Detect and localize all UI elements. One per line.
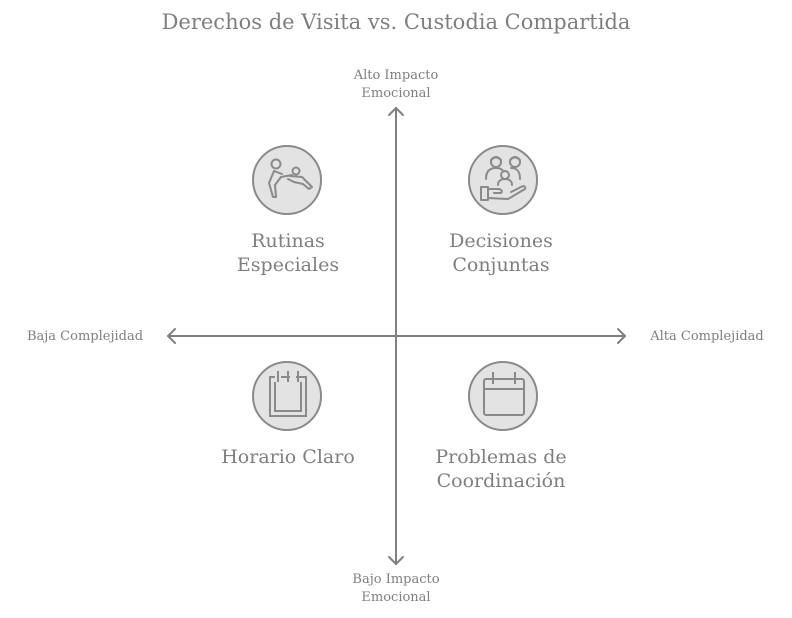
y-axis-top-line-1: Alto Impacto — [353, 68, 439, 83]
calendar-icon — [468, 361, 538, 431]
quadrant-label-line: Rutinas — [251, 230, 325, 252]
quadrant-bottom-right-label: Problemas de Coordinación — [391, 445, 611, 493]
quadrant-label-line: Especiales — [236, 254, 340, 276]
family-hand-icon — [468, 145, 538, 215]
y-axis-bottom-line-1: Bajo Impacto — [352, 572, 440, 587]
x-axis-left-label: Baja Complejidad — [26, 329, 144, 344]
y-axis-bottom-label: Bajo Impacto Emocional — [326, 571, 466, 607]
quadrant-label-line: Coordinación — [436, 470, 566, 492]
x-axis-right-label: Alta Complejidad — [650, 329, 764, 344]
quadrant-label-line: Horario Claro — [221, 446, 355, 468]
quadrant-top-left-label: Rutinas Especiales — [178, 229, 398, 277]
notepad-icon — [252, 361, 322, 431]
quadrant-label-line: Problemas de — [435, 446, 567, 468]
arrow-right-icon — [617, 328, 626, 344]
y-axis-top-line-2: Emocional — [361, 86, 431, 101]
quadrant-label-line: Conjuntas — [452, 254, 550, 276]
diagram-title: Derechos de Visita vs. Custodia Comparti… — [161, 10, 631, 34]
parent-child-play-icon — [252, 145, 322, 215]
quadrant-label-line: Decisiones — [449, 230, 553, 252]
arrow-down-icon — [388, 556, 404, 565]
y-axis-bottom-line-2: Emocional — [361, 590, 431, 605]
quadrant-bottom-left-label: Horario Claro — [178, 445, 398, 469]
y-axis-top-label: Alto Impacto Emocional — [326, 67, 466, 103]
quadrant-top-right-label: Decisiones Conjuntas — [391, 229, 611, 277]
arrow-up-icon — [388, 107, 404, 116]
arrow-left-icon — [167, 328, 176, 344]
